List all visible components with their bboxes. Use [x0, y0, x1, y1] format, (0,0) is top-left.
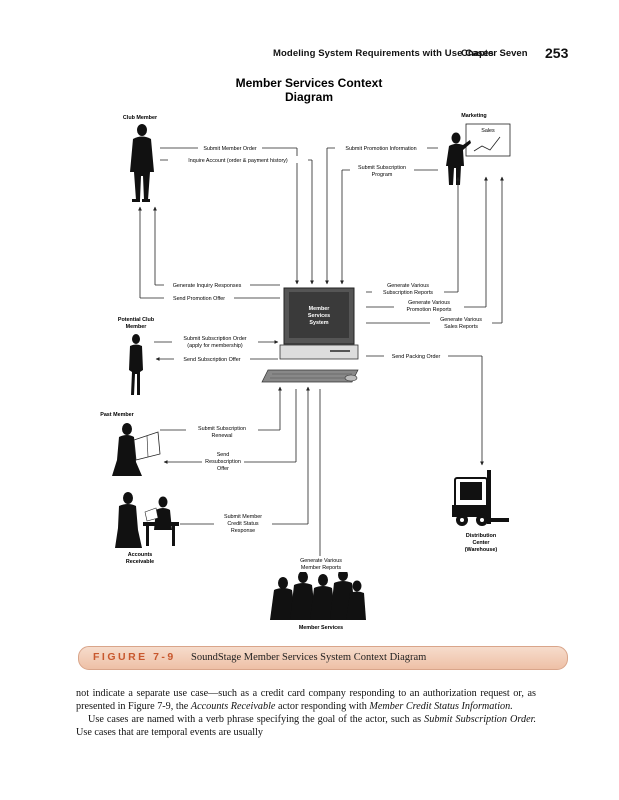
member-services-group-icon [270, 569, 366, 620]
actor-accounts-receivable-label2: Receivable [126, 559, 154, 565]
flow-label-submit-subscription-program2: Program [372, 172, 393, 178]
flow-label-sales-reports2: Sales Reports [444, 324, 478, 330]
flow-label-subscription-reports1: Generate Various [387, 283, 429, 289]
flow-label-submit-subscription-order2: (apply for membership) [187, 343, 243, 349]
marketing-presenter-icon: Sales [446, 123, 511, 185]
flow-label-inquiry-responses: Generate Inquiry Responses [173, 283, 242, 289]
flow-label-resubscription-offer2: Resubscription [205, 459, 241, 465]
flow-label-promotion-offer: Send Promotion Offer [173, 296, 225, 302]
p1-text-c: actor responding with [275, 701, 370, 712]
p1-text-a: not indicate a separate use case—such as… [76, 688, 536, 712]
actor-marketing-label: Marketing [461, 113, 486, 119]
flow-label-promotion-reports1: Generate Various [408, 300, 450, 306]
figure-caption-text: SoundStage Member Services System Contex… [191, 652, 427, 663]
p2-text-c: Use cases that are temporal events are u… [76, 727, 263, 738]
flow-label-credit-status3: Response [231, 528, 255, 534]
club-member-icon [130, 124, 154, 202]
flow-label-subscription-renewal1: Submit Subscription [198, 426, 246, 432]
p1-text-d: Member Credit Status Information. [369, 701, 513, 712]
flow-label-member-reports1: Generate Various [300, 558, 342, 564]
running-title: Modeling System Requirements with Use Ca… [273, 48, 494, 59]
accounts-receivable-icon [115, 492, 179, 548]
flow-label-promotion-reports2: Promotion Reports [407, 307, 452, 313]
flow-label-member-reports2: Member Reports [301, 565, 341, 571]
member-services-system-computer: Member Services System [261, 287, 359, 383]
system-label-line3: System [309, 320, 328, 326]
sales-chart-label: Sales [481, 128, 495, 134]
diagram-title-line1: Member Services Context [236, 76, 383, 90]
actor-potential-member-label2: Member [126, 324, 148, 330]
forklift-icon [452, 470, 509, 526]
context-diagram: Member Services Context Diagram Club Mem… [100, 76, 511, 631]
paragraph-2: Use cases are named with a verb phrase s… [76, 713, 536, 739]
potential-member-icon [129, 334, 143, 395]
flow-label-submit-member-order: Submit Member Order [203, 146, 257, 152]
flow-label-resubscription-offer1: Send [217, 452, 230, 458]
system-label-line1: Member [309, 306, 331, 312]
flow-label-submit-subscription-order1: Submit Subscription Order [183, 336, 246, 342]
flow-label-subscription-offer: Send Subscription Offer [183, 357, 240, 363]
flow-label-subscription-reports2: Subscription Reports [383, 290, 433, 296]
page-number: 253 [545, 45, 569, 61]
flow-label-packing-order: Send Packing Order [392, 354, 441, 360]
flow-label-sales-reports1: Generate Various [440, 317, 482, 323]
flow-label-subscription-renewal2: Renewal [212, 433, 233, 439]
p1-text-b: Accounts Receivable [190, 701, 276, 712]
actor-distribution-label1: Distribution [466, 533, 496, 539]
p2-text-a: Use cases are named with a verb phrase s… [88, 714, 425, 725]
flow-label-credit-status1: Submit Member [224, 514, 262, 520]
actor-potential-member-label1: Potential Club [118, 317, 155, 323]
actor-member-services-label: Member Services [299, 625, 343, 631]
diagram-title-line2: Diagram [285, 90, 333, 104]
chapter-label: Chapter Seven [461, 48, 528, 59]
flow-label-inquire-account: Inquire Account (order & payment history… [188, 158, 288, 164]
flow-label-credit-status2: Credit Status [227, 521, 258, 527]
flow-label-submit-subscription-program1: Submit Subscription [358, 165, 406, 171]
actor-accounts-receivable-label1: Accounts [128, 552, 153, 558]
flow-label-submit-promotion-info: Submit Promotion Information [345, 146, 416, 152]
flow-label-resubscription-offer3: Offer [217, 466, 229, 472]
running-header: Modeling System Requirements with Use Ca… [0, 45, 619, 64]
figure-number: FIGURE 7-9 [93, 651, 176, 663]
system-label-line2: Services [308, 313, 330, 319]
figure-caption-bar: FIGURE 7-9 SoundStage Member Services Sy… [78, 646, 568, 670]
actor-distribution-label2: Center [472, 540, 490, 546]
actor-past-member-label: Past Member [100, 412, 134, 418]
past-member-reading-icon [112, 423, 161, 476]
paragraph-1: not indicate a separate use case—such as… [76, 687, 536, 713]
actor-club-member-label: Club Member [123, 115, 158, 121]
body-text: not indicate a separate use case—such as… [76, 687, 536, 739]
actor-distribution-label3: (Warehouse) [465, 547, 498, 553]
p2-text-b: Submit Subscription Order. [424, 714, 536, 725]
